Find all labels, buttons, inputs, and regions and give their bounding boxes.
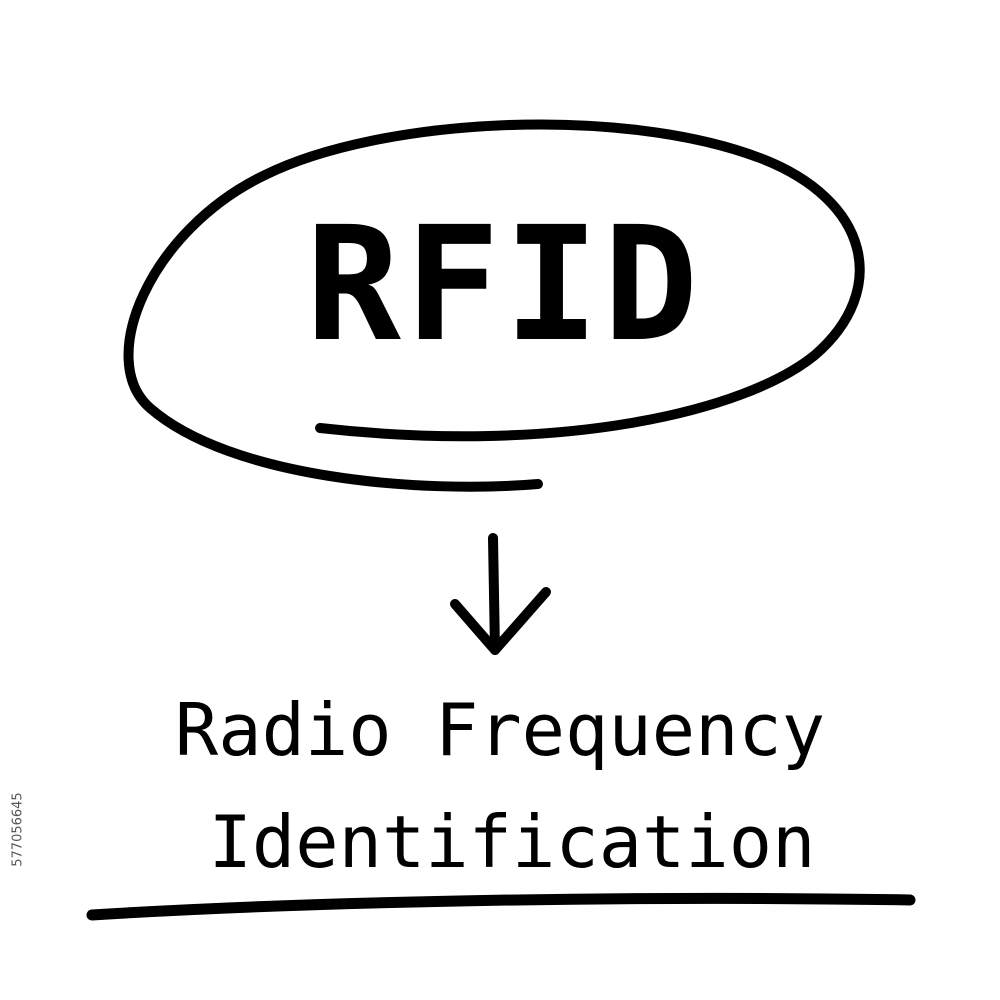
arrow-shaft <box>488 533 500 655</box>
arrow-down-icon <box>450 533 551 655</box>
arrow-head <box>450 587 551 655</box>
underline-stroke <box>86 892 916 921</box>
circle-outline <box>123 119 865 492</box>
expansion-line-1: Radio Frequency <box>174 688 826 772</box>
stock-id-label: 577056645 <box>10 792 26 867</box>
acronym-text: RFID <box>305 193 703 377</box>
expansion-line-2: Identification <box>208 800 816 884</box>
